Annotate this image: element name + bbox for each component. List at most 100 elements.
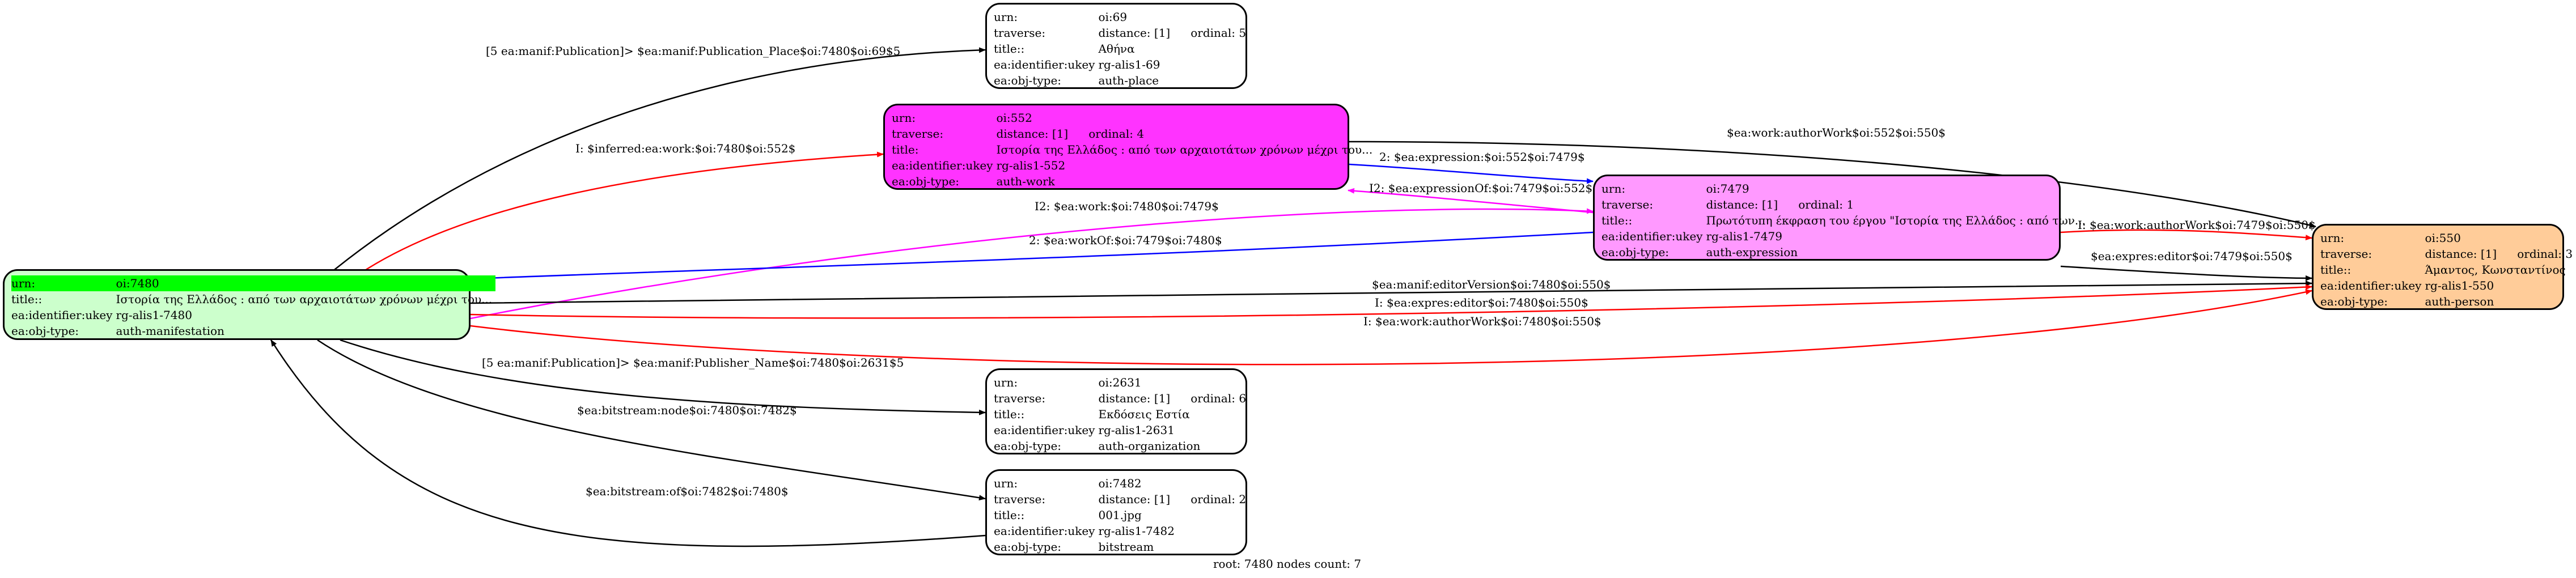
field-key: traverse: [1601, 198, 1654, 211]
edge-expression [1349, 163, 1594, 184]
field-key: title: [892, 143, 919, 156]
field-key: ea:obj-type: [994, 74, 1062, 87]
distance-value: distance: [1] [996, 127, 1069, 141]
ordinal-value: ordinal: 6 [1190, 392, 1247, 405]
urn-value: oi:552 [996, 111, 1032, 125]
field-key: ea:identifier:ukey [892, 159, 993, 172]
edge-label-expr-editor: $ea:expres:editor$oi:7479$oi:550$ [2091, 249, 2293, 263]
field-key: urn: [1601, 182, 1626, 196]
edge-label-publisher: [5 ea:manif:Publication]> $ea:manif:Publ… [482, 356, 904, 369]
ukey-value: rg-alis1-550 [2425, 279, 2494, 292]
urn-value: oi:7480 [116, 275, 496, 291]
field-key: title:: [11, 292, 43, 306]
field-key: ea:obj-type: [1601, 245, 1670, 259]
field-key: ea:obj-type: [11, 324, 79, 338]
type-value: auth-expression [1706, 245, 1798, 259]
field-key: urn: [2320, 231, 2345, 245]
edge-label-i2-work: I2: $ea:work:$oi:7480$oi:7479$ [1035, 199, 1219, 213]
field-key: ea:identifier:ukey [1601, 230, 1703, 243]
edge-label-work-author: $ea:work:authorWork$oi:552$oi:550$ [1727, 126, 1946, 139]
field-key: ea:obj-type: [994, 439, 1062, 453]
field-key: traverse: [994, 392, 1046, 405]
node-person[interactable]: urn:oi:550 traverse:distance: [1]ordinal… [2312, 224, 2573, 310]
ukey-value: rg-alis1-7480 [116, 308, 192, 322]
field-key: urn: [994, 10, 1018, 24]
edge-label-i-editor: I: $ea:expres:editor$oi:7480$oi:550$ [1375, 296, 1588, 309]
edge-work-author [1349, 141, 2316, 228]
node-place[interactable]: urn:oi:69 traverse:distance: [1]ordinal:… [985, 3, 1247, 89]
urn-value: oi:7479 [1706, 182, 1749, 196]
title-value: Πρωτότυπη έκφραση του έργου "Ιστορία της… [1706, 214, 2086, 227]
type-value: auth-manifestation [116, 324, 224, 338]
edge-bitstream-of [270, 339, 986, 547]
ordinal-value: ordinal: 2 [1190, 492, 1247, 506]
field-key: title:: [2320, 263, 2352, 277]
edge-label-bitstream-of: $ea:bitstream:of$oi:7482$oi:7480$ [586, 484, 789, 498]
distance-value: distance: [1] [1706, 198, 1778, 211]
edge-label-work-of: 2: $ea:workOf:$oi:7479$oi:7480$ [1029, 233, 1222, 247]
title-value: Εκδόσεις Εστία [1098, 407, 1190, 421]
title-value: Ιστορία της Ελλάδος : από των αρχαιοτάτω… [996, 143, 1373, 156]
node-manifestation-root[interactable]: urn:oi:7480 title::Ιστορία της Ελλάδος :… [3, 269, 496, 340]
field-key: traverse: [2320, 247, 2372, 261]
distance-value: distance: [1] [1098, 26, 1171, 40]
field-key: urn: [994, 477, 1018, 490]
field-key: title:: [994, 407, 1025, 421]
distance-value: distance: [1] [1098, 492, 1171, 506]
type-value: bitstream [1098, 540, 1154, 554]
field-key: ea:identifier:ukey [2320, 279, 2422, 292]
edge-editor-version [470, 280, 2312, 304]
node-work[interactable]: urn: oi:552 traverse: distance: [1] ordinal… [883, 104, 1372, 190]
edge-label-bitstream-node: $ea:bitstream:node$oi:7480$oi:7482$ [577, 403, 797, 417]
edge-label-pub-place: [5 ea:manif:Publication]> $ea:manif:Publ… [486, 44, 901, 58]
ordinal-value: ordinal: 4 [1088, 127, 1145, 141]
node-bitstream[interactable]: urn:oi:7482 traverse:distance: [1]ordina… [985, 469, 1247, 555]
edge-i2-work [470, 208, 1594, 320]
node-organization[interactable]: urn: oi:2631 traverse: distance: [1] ordina… [985, 368, 1247, 454]
title-value: 001.jpg [1098, 508, 1142, 522]
type-value: auth-organization [1098, 439, 1201, 453]
field-key: ea:obj-type: [994, 540, 1062, 554]
type-value: auth-person [2425, 295, 2494, 308]
edge-i-editor [470, 284, 2312, 319]
edge-label-expression-of: I2: $ea:expressionOf:$oi:7479$oi:552$ [1369, 181, 1593, 195]
field-key: urn: [892, 111, 916, 125]
field-key: traverse: [892, 127, 944, 141]
edge-work-of [470, 231, 1594, 282]
ukey-value: rg-alis1-7482 [1098, 524, 1175, 538]
edge-label-i-author: I: $ea:work:authorWork$oi:7480$oi:550$ [1363, 314, 1601, 328]
title-value: Αθήνα [1098, 42, 1135, 56]
ukey-value: rg-alis1-552 [996, 159, 1066, 172]
distance-value: distance: [1] [2425, 247, 2497, 261]
field-key: ea:identifier:ukey [994, 524, 1095, 538]
edge-expr-editor [2060, 265, 2312, 281]
field-key: title:: [994, 508, 1025, 522]
field-key: ea:identifier:ukey [11, 308, 113, 322]
field-key: urn: [11, 275, 116, 291]
field-key: traverse: [994, 26, 1046, 40]
urn-value: oi:7482 [1098, 477, 1142, 490]
field-key: ea:identifier:ukey [994, 58, 1095, 71]
ukey-value: rg-alis1-7479 [1706, 230, 1782, 243]
title-value: Άμαντος, Κωνσταντίνος [2425, 263, 2566, 277]
ukey-value: rg-alis1-69 [1098, 58, 1160, 71]
edge-expr-author [2060, 229, 2312, 241]
urn-value: oi:2631 [1098, 376, 1142, 389]
node-expression[interactable]: urn: oi:7479 traverse: distance: [1] ordina… [1593, 175, 2086, 261]
edge-label-expr-author: I: $ea:work:authorWork$oi:7479$oi:550$ [2078, 218, 2316, 232]
field-key: urn: [994, 376, 1018, 389]
edge-label-expression: 2: $ea:expression:$oi:552$oi:7479$ [1379, 150, 1585, 164]
urn-value: oi:69 [1098, 10, 1128, 24]
ordinal-value: ordinal: 1 [1798, 198, 1854, 211]
field-key: ea:obj-type: [892, 175, 960, 188]
edge-publisher [340, 339, 986, 415]
title-value: Ιστορία της Ελλάδος : από των αρχαιοτάτω… [116, 292, 493, 306]
edge-pub-place [280, 47, 986, 318]
field-key: title:: [1601, 214, 1633, 227]
distance-value: distance: [1] [1098, 392, 1171, 405]
urn-value: oi:550 [2425, 231, 2461, 245]
edge-label-editor-version: $ea:manif:editorVersion$oi:7480$oi:550$ [1372, 278, 1611, 291]
ukey-value: rg-alis1-2631 [1098, 423, 1175, 437]
